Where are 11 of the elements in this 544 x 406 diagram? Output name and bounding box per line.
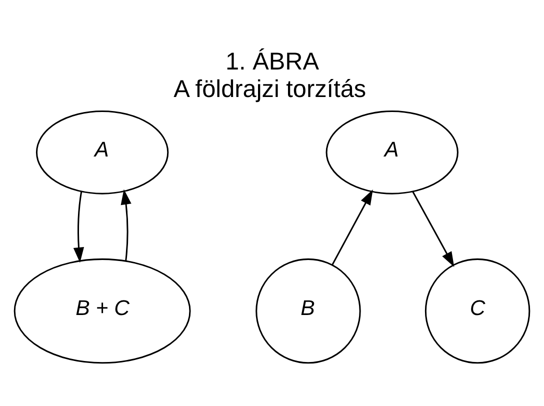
node-ellipse: B + C — [14, 258, 191, 364]
arrow — [332, 189, 373, 265]
node-ellipse: A — [36, 110, 169, 194]
node-ellipse: A — [326, 110, 458, 194]
diagram-title: 1. ÁBRA — [225, 48, 320, 76]
node-circle: B — [256, 258, 361, 364]
caption: A földrajzi torzítás — [174, 76, 366, 103]
arrow — [120, 188, 132, 261]
node-circle: C — [424, 258, 530, 364]
arrow — [412, 190, 454, 267]
arrow — [73, 190, 84, 262]
